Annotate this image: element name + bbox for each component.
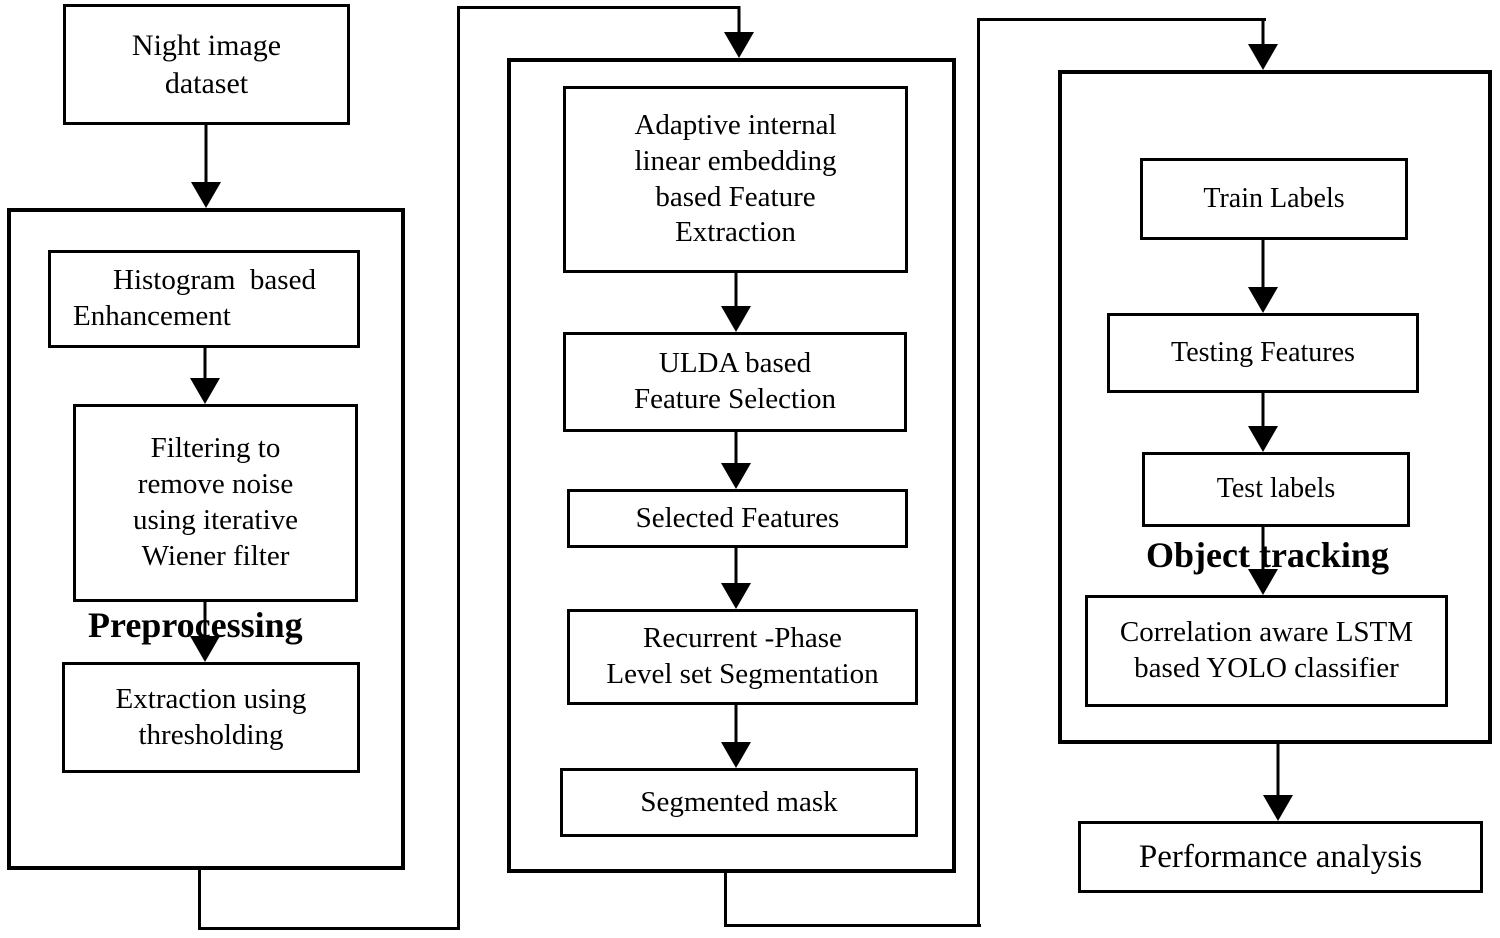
node-selected-features-label: Selected Features xyxy=(635,501,840,534)
node-ulda-feature-selection-label: ULDA based Feature Selection xyxy=(633,347,837,415)
node-extraction-thresholding: Extraction using thresholding xyxy=(62,662,360,773)
node-segmented-mask-label: Segmented mask xyxy=(640,785,838,818)
connector-segment-feat-top xyxy=(977,18,1266,21)
arrow-histogram-to-filtering xyxy=(190,348,220,404)
node-segmented-mask: Segmented mask xyxy=(560,768,918,837)
node-adaptive-feature-extraction-label: Adaptive internal linear embedding based… xyxy=(634,108,837,249)
arrow-group-to-performance xyxy=(1263,744,1293,821)
node-extraction-thresholding-label: Extraction using thresholding xyxy=(115,682,307,751)
arrow-ulda-to-selected xyxy=(721,432,751,489)
arrow-filtering-to-extraction xyxy=(190,602,220,662)
node-night-image-dataset: Night image dataset xyxy=(63,4,350,125)
node-selected-features: Selected Features xyxy=(567,489,908,548)
node-wiener-filtering: Filtering to remove noise using iterativ… xyxy=(73,404,358,602)
connector-segment-pre-down xyxy=(198,868,201,930)
node-performance-analysis-label: Performance analysis xyxy=(1138,838,1423,875)
node-testing-features-label: Testing Features xyxy=(1171,336,1355,368)
node-train-labels-label: Train Labels xyxy=(1203,182,1345,214)
node-train-labels: Train Labels xyxy=(1140,158,1408,240)
connector-segment-pre-top xyxy=(457,6,740,9)
arrow-test-to-classifier xyxy=(1248,527,1278,595)
node-ulda-feature-selection: ULDA based Feature Selection xyxy=(563,332,907,432)
node-performance-analysis: Performance analysis xyxy=(1078,821,1483,893)
node-testing-features: Testing Features xyxy=(1107,313,1419,393)
node-histogram-enhancement: Histogram based Enhancement xyxy=(48,250,360,348)
connector-segment-feat-up xyxy=(977,18,980,927)
arrow-train-to-testing xyxy=(1248,240,1278,313)
arrow-selected-to-recurrent xyxy=(721,548,751,609)
arrow-night-to-preprocessing xyxy=(191,125,221,208)
arrow-recurrent-to-segmented xyxy=(721,705,751,768)
node-test-labels-label: Test labels xyxy=(1216,473,1336,505)
connector-segment-pre-up xyxy=(457,6,460,930)
node-lstm-yolo-classifier: Correlation aware LSTM based YOLO classi… xyxy=(1085,595,1448,707)
node-recurrent-level-set-segmentation-label: Recurrent -Phase Level set Segmentation xyxy=(606,622,879,690)
node-adaptive-feature-extraction: Adaptive internal linear embedding based… xyxy=(563,86,908,273)
feature-extraction-group-box xyxy=(507,58,956,873)
node-wiener-filtering-label: Filtering to remove noise using iterativ… xyxy=(132,432,299,572)
node-night-image-dataset-label: Night image dataset xyxy=(131,29,282,100)
arrow-testing-to-test xyxy=(1248,393,1278,452)
node-lstm-yolo-classifier-label: Correlation aware LSTM based YOLO classi… xyxy=(1119,616,1414,684)
node-test-labels: Test labels xyxy=(1142,452,1410,527)
arrow-adaptive-to-ulda xyxy=(721,273,751,332)
connector-segment-feat-right xyxy=(724,924,981,927)
arrow-into-object-tracking-group xyxy=(1248,18,1278,70)
node-histogram-enhancement-label: Histogram based Enhancement xyxy=(73,264,316,332)
object-tracking-group-box xyxy=(1058,70,1492,744)
connector-segment-feat-down xyxy=(724,871,727,927)
arrow-into-feature-extraction-group xyxy=(724,6,754,58)
preprocessing-group-box xyxy=(7,208,405,870)
node-recurrent-level-set-segmentation: Recurrent -Phase Level set Segmentation xyxy=(567,609,918,705)
connector-segment-pre-right xyxy=(198,927,460,930)
